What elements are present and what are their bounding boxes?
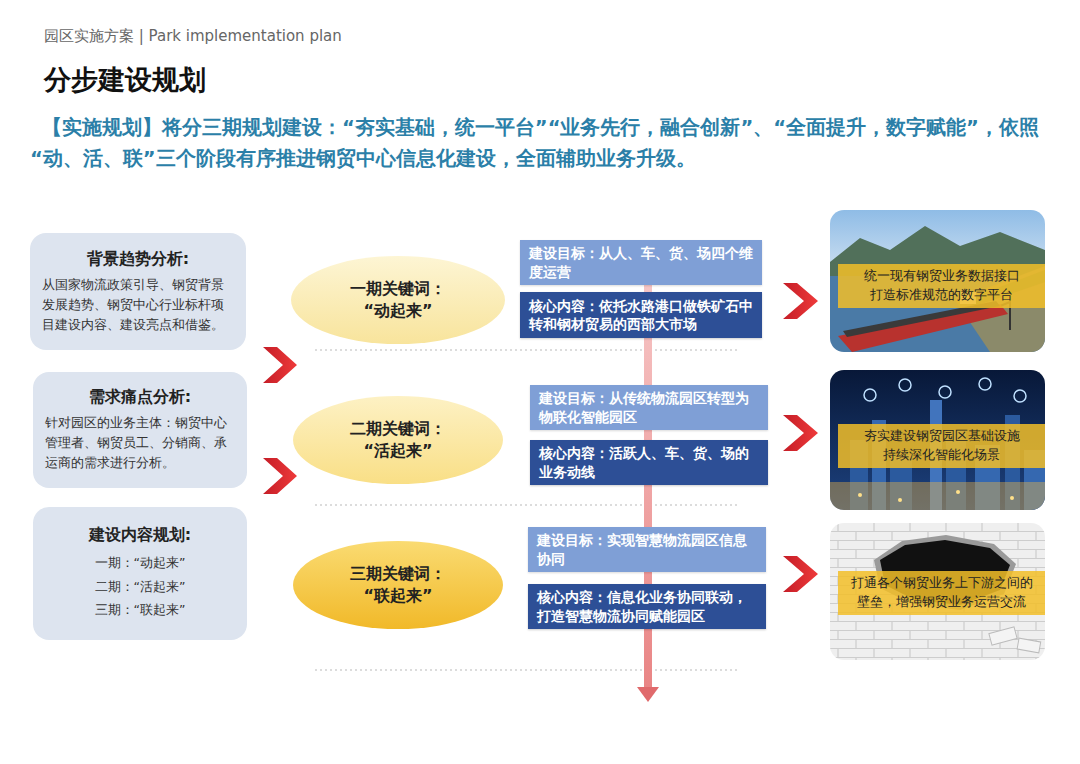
goal-box: 建设目标：从传统物流园区转型为物联化智能园区 — [530, 385, 768, 430]
goal-box: 建设目标：从人、车、货、场四个维度运营 — [520, 240, 762, 285]
phase-keyword: “活起来” — [363, 440, 432, 462]
image-panel: 统一现有钢贸业务数据接口 打造标准规范的数字平台 — [830, 210, 1045, 352]
core-content-box: 核心内容：依托水路港口做铁矿石中转和钢材贸易的西部大市场 — [520, 292, 762, 338]
box-text: 核心内容：信息化业务协同联动，打造智慧物流协同赋能园区 — [537, 588, 757, 624]
caption-band: 打通各个钢贸业务上下游之间的壁垒，增强钢贸业务运营交流 — [838, 571, 1045, 615]
chevron-arrow — [263, 458, 297, 494]
ellipse-shape — [292, 540, 504, 630]
iot-icon — [979, 378, 991, 390]
iot-icon — [1014, 390, 1026, 402]
light-dot — [956, 490, 960, 494]
box-heading: 建设内容规划: — [45, 525, 235, 546]
caption-band: 统一现有钢贸业务数据接口 打造标准规范的数字平台 — [838, 264, 1045, 308]
port-photo — [830, 210, 1045, 352]
ellipse-shape — [292, 395, 504, 485]
wall-photo — [830, 523, 1045, 660]
light-dot — [858, 493, 862, 497]
core-content-box: 核心内容：信息化业务协同联动，打造智慧物流协同赋能园区 — [528, 584, 766, 629]
box-body: 从国家物流政策引导、钢贸背景发展趋势、钢贸中心行业标杆项目建设内容、建设亮点和借… — [42, 275, 234, 335]
light-dot — [898, 498, 902, 502]
analysis-box: 背景趋势分析: 从国家物流政策引导、钢贸背景发展趋势、钢贸中心行业标杆项目建设内容… — [30, 233, 246, 350]
page-title: 分步建设规划 — [44, 62, 206, 98]
chevron-arrow — [783, 556, 818, 592]
iot-icon — [939, 386, 951, 398]
iot-icon — [899, 379, 911, 391]
box-heading: 需求痛点分析: — [45, 387, 235, 408]
loose-brick — [1017, 638, 1041, 653]
image-caption: 统一现有钢贸业务数据接口 打造标准规范的数字平台 — [847, 267, 1037, 305]
loose-brick — [989, 627, 1017, 645]
box-heading: 背景趋势分析: — [42, 249, 234, 270]
image-caption: 打通各个钢贸业务上下游之间的壁垒，增强钢贸业务运营交流 — [847, 574, 1037, 612]
city-photo — [830, 370, 1045, 510]
ellipse-shape — [290, 255, 506, 345]
light-dot — [1010, 496, 1014, 500]
phase-keyword: “联起来” — [363, 585, 432, 607]
phase-heading: 三期关键词： — [350, 563, 446, 585]
box-text: 建设目标：从传统物流园区转型为物联化智能园区 — [539, 389, 759, 425]
iot-icon — [864, 389, 876, 401]
goal-box: 建设目标：实现智慧物流园区信息协同 — [528, 527, 766, 572]
dotted-separator — [315, 350, 740, 351]
box-body: 针对园区的业务主体：钢贸中心管理者、钢贸员工、分销商、承运商的需求进行分析。 — [45, 413, 235, 473]
phase-ellipse: 一期关键词：“动起来” — [290, 255, 506, 345]
caption-band: 夯实建设钢贸园区基础设施 持续深化智能化场景 — [838, 424, 1045, 468]
analysis-box: 需求痛点分析: 针对园区的业务主体：钢贸中心管理者、钢贸员工、分销商、承运商的需求… — [33, 372, 247, 488]
chevron-arrow — [263, 347, 297, 383]
phase-ellipse: 二期关键词：“活起来” — [292, 395, 504, 485]
ellipse-fill — [293, 541, 503, 629]
phase-item: 三期：“联起来” — [45, 598, 235, 622]
city-glow — [830, 482, 1045, 510]
image-caption: 夯实建设钢贸园区基础设施 持续深化智能化场景 — [847, 427, 1037, 465]
phase-heading: 一期关键词： — [350, 278, 446, 300]
night-sky — [830, 370, 1045, 510]
box-text: 建设目标：实现智慧物流园区信息协同 — [537, 531, 757, 567]
box-text: 核心内容：活跃人、车、货、场的业务动线 — [539, 444, 759, 480]
phase-keyword: “动起来” — [363, 300, 432, 322]
ellipse-fill — [293, 396, 503, 484]
dotted-separator — [315, 505, 740, 506]
chevron-arrow — [783, 283, 818, 319]
phase-item: 二期：“活起来” — [45, 575, 235, 599]
box-text: 核心内容：依托水路港口做铁矿石中转和钢材贸易的西部大市场 — [529, 297, 753, 333]
analysis-box: 建设内容规划: 一期：“动起来”二期：“活起来”三期：“联起来” — [33, 507, 247, 640]
subtitle-text: 【实施规划】将分三期规划建设：“夯实基础，统一平台”“业务先行，融合创新”、“全… — [30, 112, 1055, 174]
image-panel: 夯实建设钢贸园区基础设施 持续深化智能化场景 — [830, 370, 1045, 510]
timeline-arrowhead — [637, 687, 659, 702]
brick-wall — [830, 523, 1045, 660]
dotted-separator — [315, 670, 740, 671]
core-content-box: 核心内容：活跃人、车、货、场的业务动线 — [530, 440, 768, 485]
image-panel: 打通各个钢贸业务上下游之间的壁垒，增强钢贸业务运营交流 — [830, 523, 1045, 660]
section-header: 园区实施方案 | Park implementation plan — [44, 27, 342, 46]
phase-ellipse: 三期关键词：“联起来” — [292, 540, 504, 630]
phase-heading: 二期关键词： — [350, 418, 446, 440]
chevron-arrow — [783, 415, 818, 451]
ellipse-fill — [291, 256, 505, 344]
phase-item: 一期：“动起来” — [45, 551, 235, 575]
box-text: 建设目标：从人、车、货、场四个维度运营 — [529, 244, 753, 280]
